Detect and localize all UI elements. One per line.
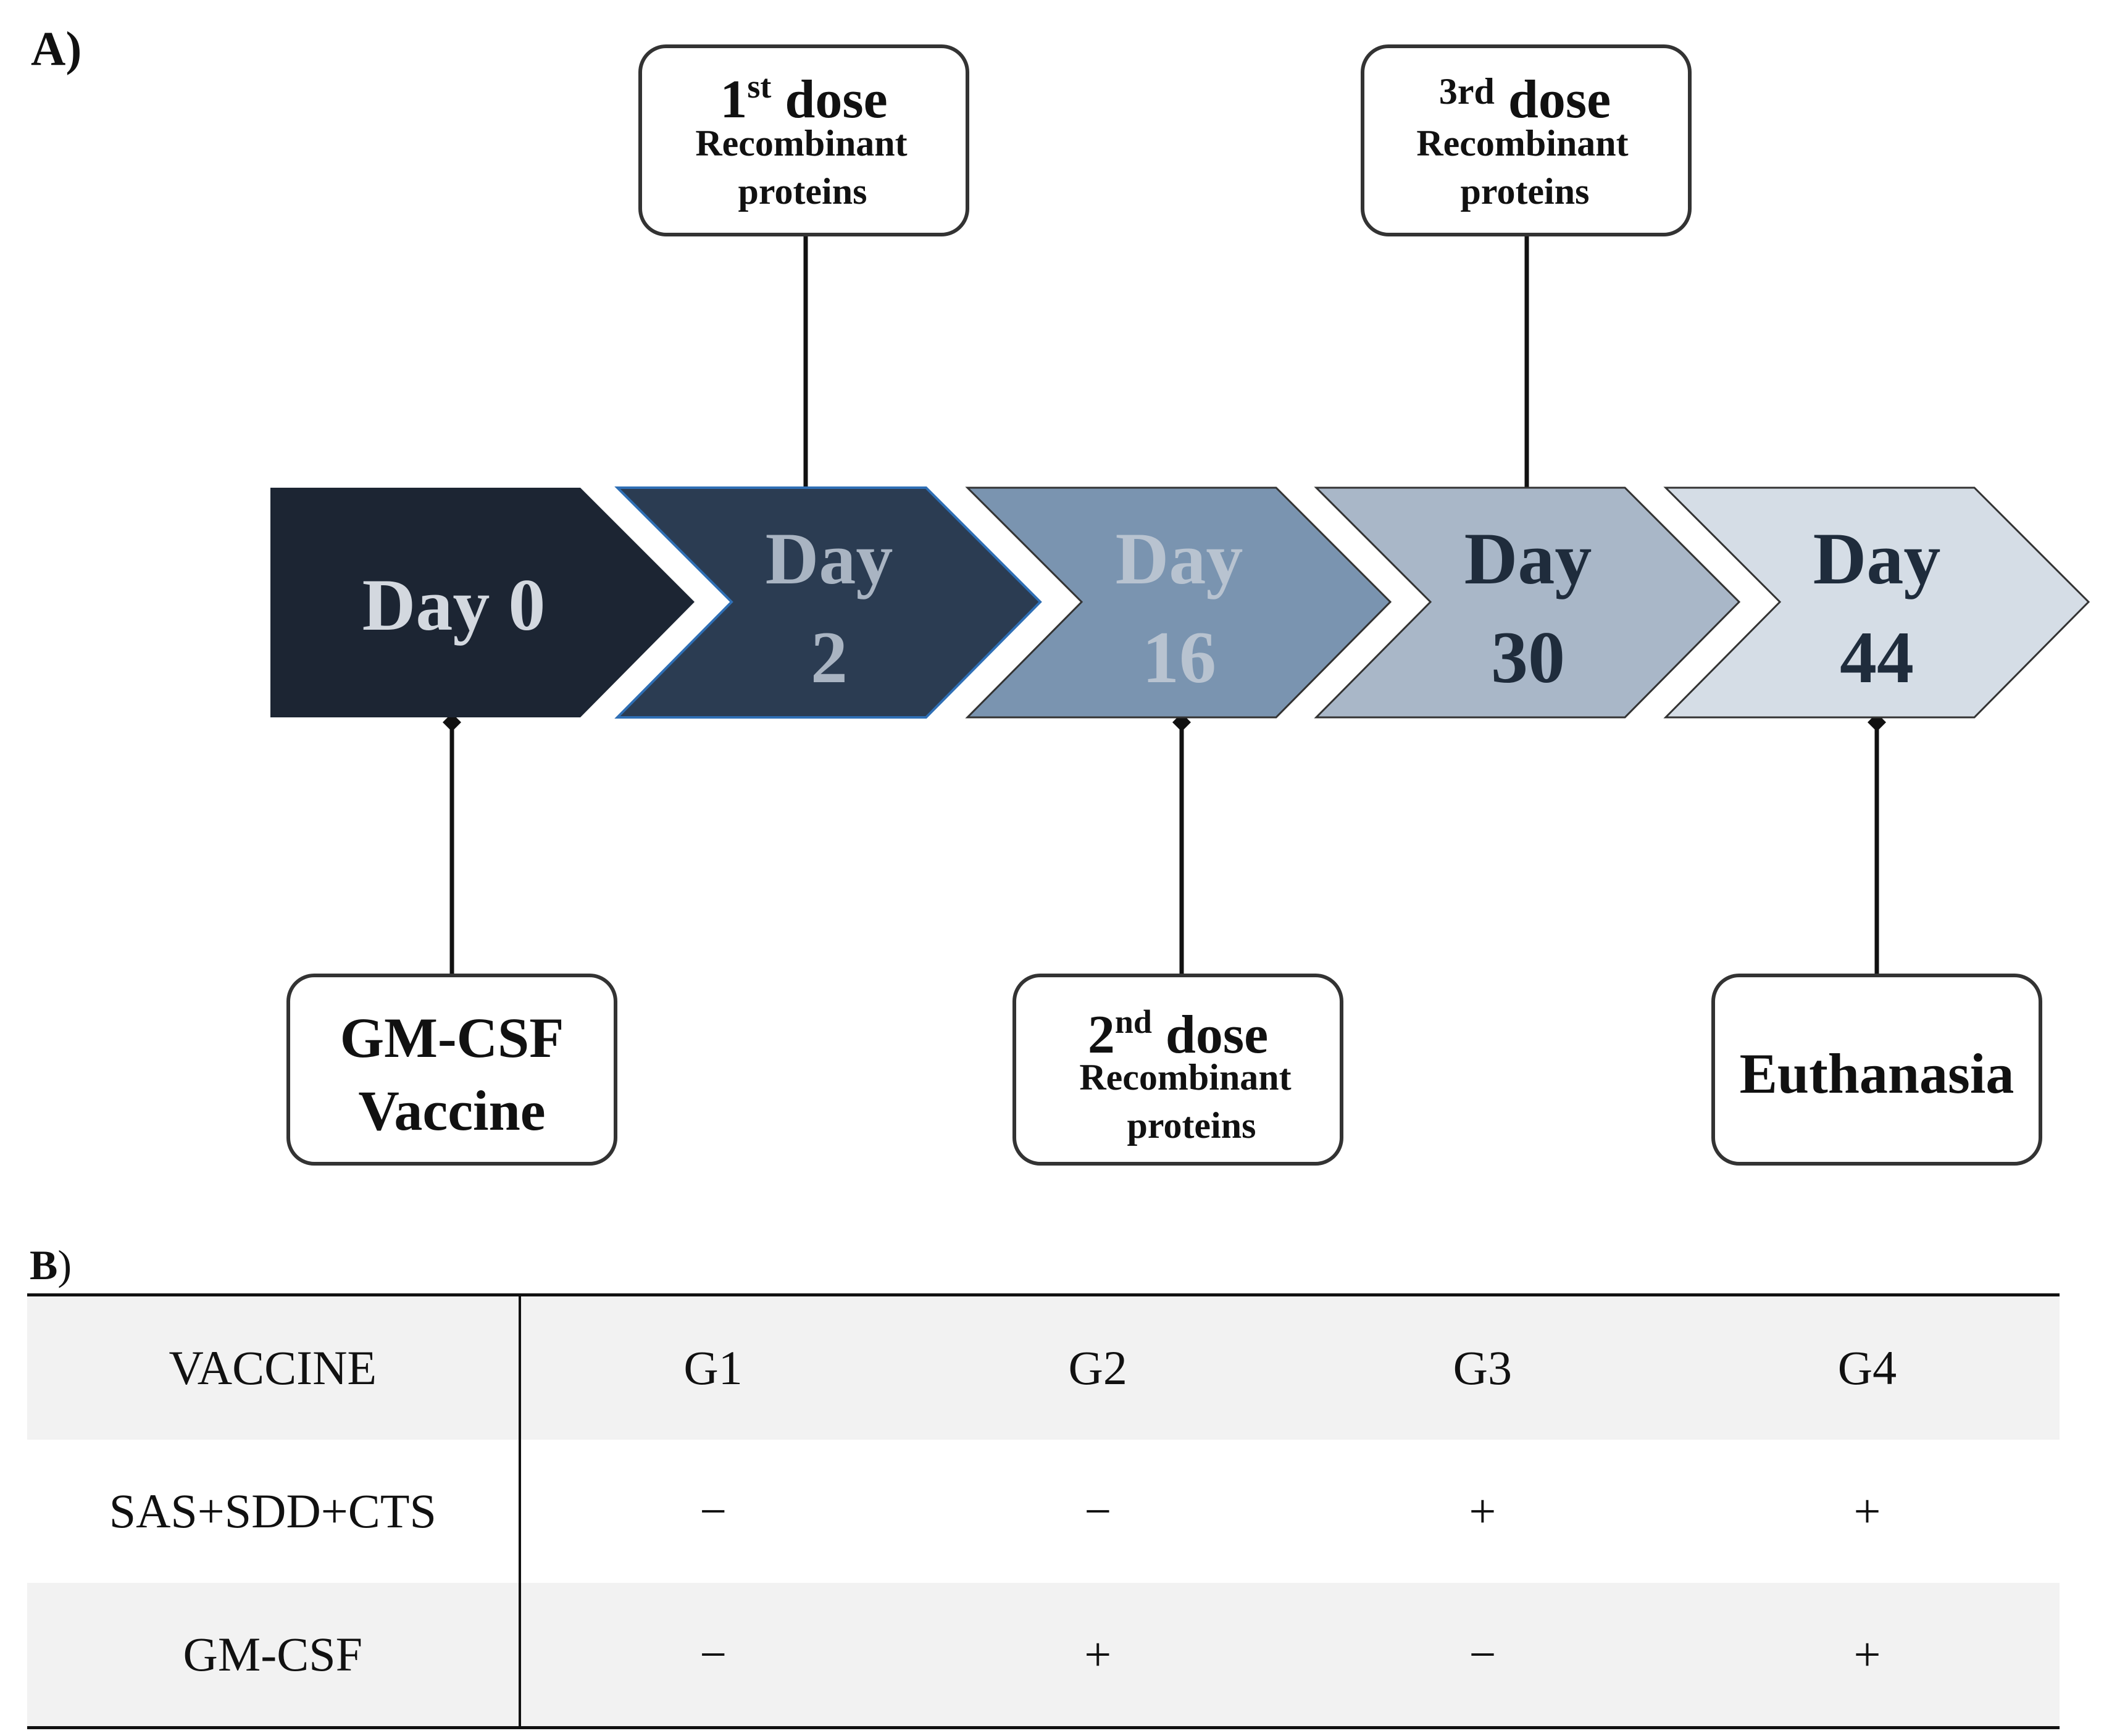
chevron-day-44-label-line1: Day [1813, 517, 1941, 599]
header-cell-g4: G4 [1674, 1293, 2060, 1440]
timeline-chevrons [270, 486, 2090, 719]
event-subtitle-line1: Recombinant [1416, 123, 1628, 164]
event-subtitle-line2: proteins [1461, 171, 1590, 212]
header-cell-g1: G1 [519, 1293, 906, 1440]
table-cell: − [699, 1484, 727, 1538]
table-cell: + [1469, 1484, 1497, 1538]
panel-a-label: A) [31, 22, 81, 75]
event-subtitle-line2: proteins [1127, 1105, 1256, 1146]
chevron-day-16-label-line1: Day [1116, 517, 1243, 599]
event-title: Euthanasia [1740, 1042, 2014, 1105]
table-header-row: VACCINE G1 G2 G3 G4 [27, 1293, 2060, 1440]
event-box-2nd-dose: 2nd dose Recombinant proteins [1012, 974, 1343, 1166]
event-box-euthanasia: Euthanasia [1711, 974, 2042, 1166]
marker-day0-top [443, 713, 461, 732]
header-cell-g3: G3 [1290, 1293, 1675, 1440]
table-cell: + [905, 1583, 1290, 1729]
table-cell: − [1084, 1484, 1112, 1538]
event-box-3rd-dose: 3rd dose Recombinant proteins [1361, 44, 1692, 236]
event-title: 1st dose [720, 68, 887, 130]
event-box-frame [638, 44, 969, 236]
event-box-1st-dose: 1st dose Recombinant proteins [638, 44, 969, 236]
table-cell: − [519, 1583, 906, 1729]
timeline-diagram: A) Day 0 Day 2 Day 16 Day 30 Day [31, 22, 2090, 1166]
row-label: SAS+SDD+CTS [27, 1440, 521, 1583]
chevron-day-2 [614, 486, 1042, 719]
table-cell: + [1853, 1484, 1881, 1538]
event-subtitle-line2: proteins [738, 171, 867, 212]
panel-b-label: B) [30, 1241, 72, 1290]
chevron-labels: Day 0 Day 2 Day 16 Day 30 Day 44 [362, 517, 1941, 698]
chevron-day-30-label-line2: 30 [1491, 616, 1565, 698]
chevron-day-16 [965, 486, 1392, 719]
table-cell: + [1674, 1583, 2060, 1729]
group-table: VACCINE G1 G2 G3 G4 SAS+SDD+CTS − − + + … [27, 1293, 2060, 1729]
table-row: SAS+SDD+CTS − − + + [27, 1440, 2060, 1583]
event-subtitle-line1: Recombinant [695, 123, 907, 164]
chevron-day-2-label-line2: 2 [811, 616, 848, 698]
panel-b-label-suffix: ) [57, 1241, 72, 1288]
event-title: 3rd dose [1439, 70, 1611, 130]
event-box-frame [286, 974, 617, 1166]
row-label: GM-CSF [27, 1583, 521, 1729]
event-box-gm-csf-vaccine: GM-CSF Vaccine [286, 974, 617, 1166]
header-cell-vaccine: VACCINE [27, 1293, 521, 1440]
table-row: GM-CSF − + − + [27, 1583, 2060, 1729]
event-box-frame [1711, 974, 2042, 1166]
chevron-day-30-label-line1: Day [1464, 517, 1592, 599]
event-subtitle-line1: Vaccine [358, 1079, 545, 1142]
chevron-day-44 [1663, 486, 2090, 719]
event-box-frame [1012, 974, 1343, 1166]
event-title: 2nd dose [1088, 1003, 1268, 1065]
chevron-day-2-label-line1: Day [766, 517, 893, 599]
chevron-day-44-label-line2: 44 [1840, 616, 1914, 698]
header-cell-g2: G2 [905, 1293, 1290, 1440]
event-title: GM-CSF [340, 1006, 564, 1069]
event-subtitle-line1: Recombinant [1079, 1057, 1291, 1098]
table-cell: − [1290, 1583, 1675, 1729]
chevron-day-30 [1314, 486, 1741, 719]
chevron-day-0 [270, 488, 695, 717]
panel-b-label-letter: B [30, 1241, 58, 1288]
chevron-day-0-label: Day 0 [362, 564, 546, 646]
chevron-day-16-label-line2: 16 [1142, 616, 1216, 698]
event-box-frame [1361, 44, 1692, 236]
